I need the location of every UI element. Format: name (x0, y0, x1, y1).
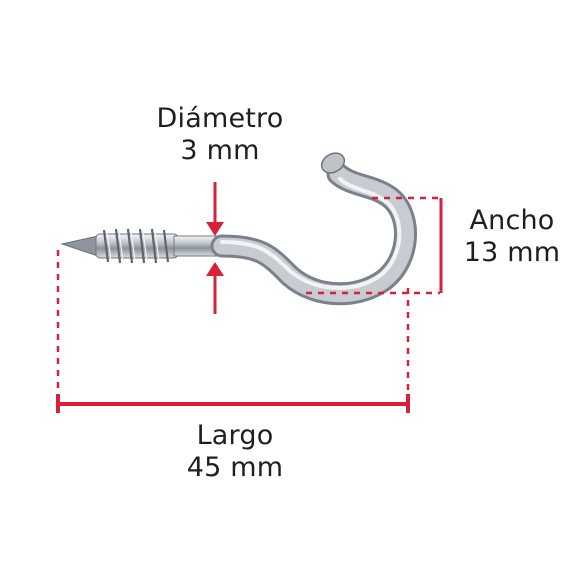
length-indicator (56, 250, 410, 413)
hook-tip (320, 152, 346, 174)
length-label-name: Largo (196, 420, 274, 451)
width-label-value: 13 mm (463, 237, 561, 268)
width-label-name: Ancho (469, 205, 555, 236)
width-label: Ancho 13 mm (462, 205, 562, 269)
screw-hook (60, 152, 417, 306)
diameter-label: Diámetro 3 mm (140, 103, 300, 167)
diameter-indicator (206, 182, 224, 314)
length-label: Largo 45 mm (170, 420, 300, 484)
length-label-value: 45 mm (186, 452, 284, 483)
screw-thread (60, 228, 179, 264)
diameter-label-value: 3 mm (180, 135, 260, 166)
diameter-label-name: Diámetro (156, 103, 284, 134)
width-indicator (306, 196, 443, 295)
